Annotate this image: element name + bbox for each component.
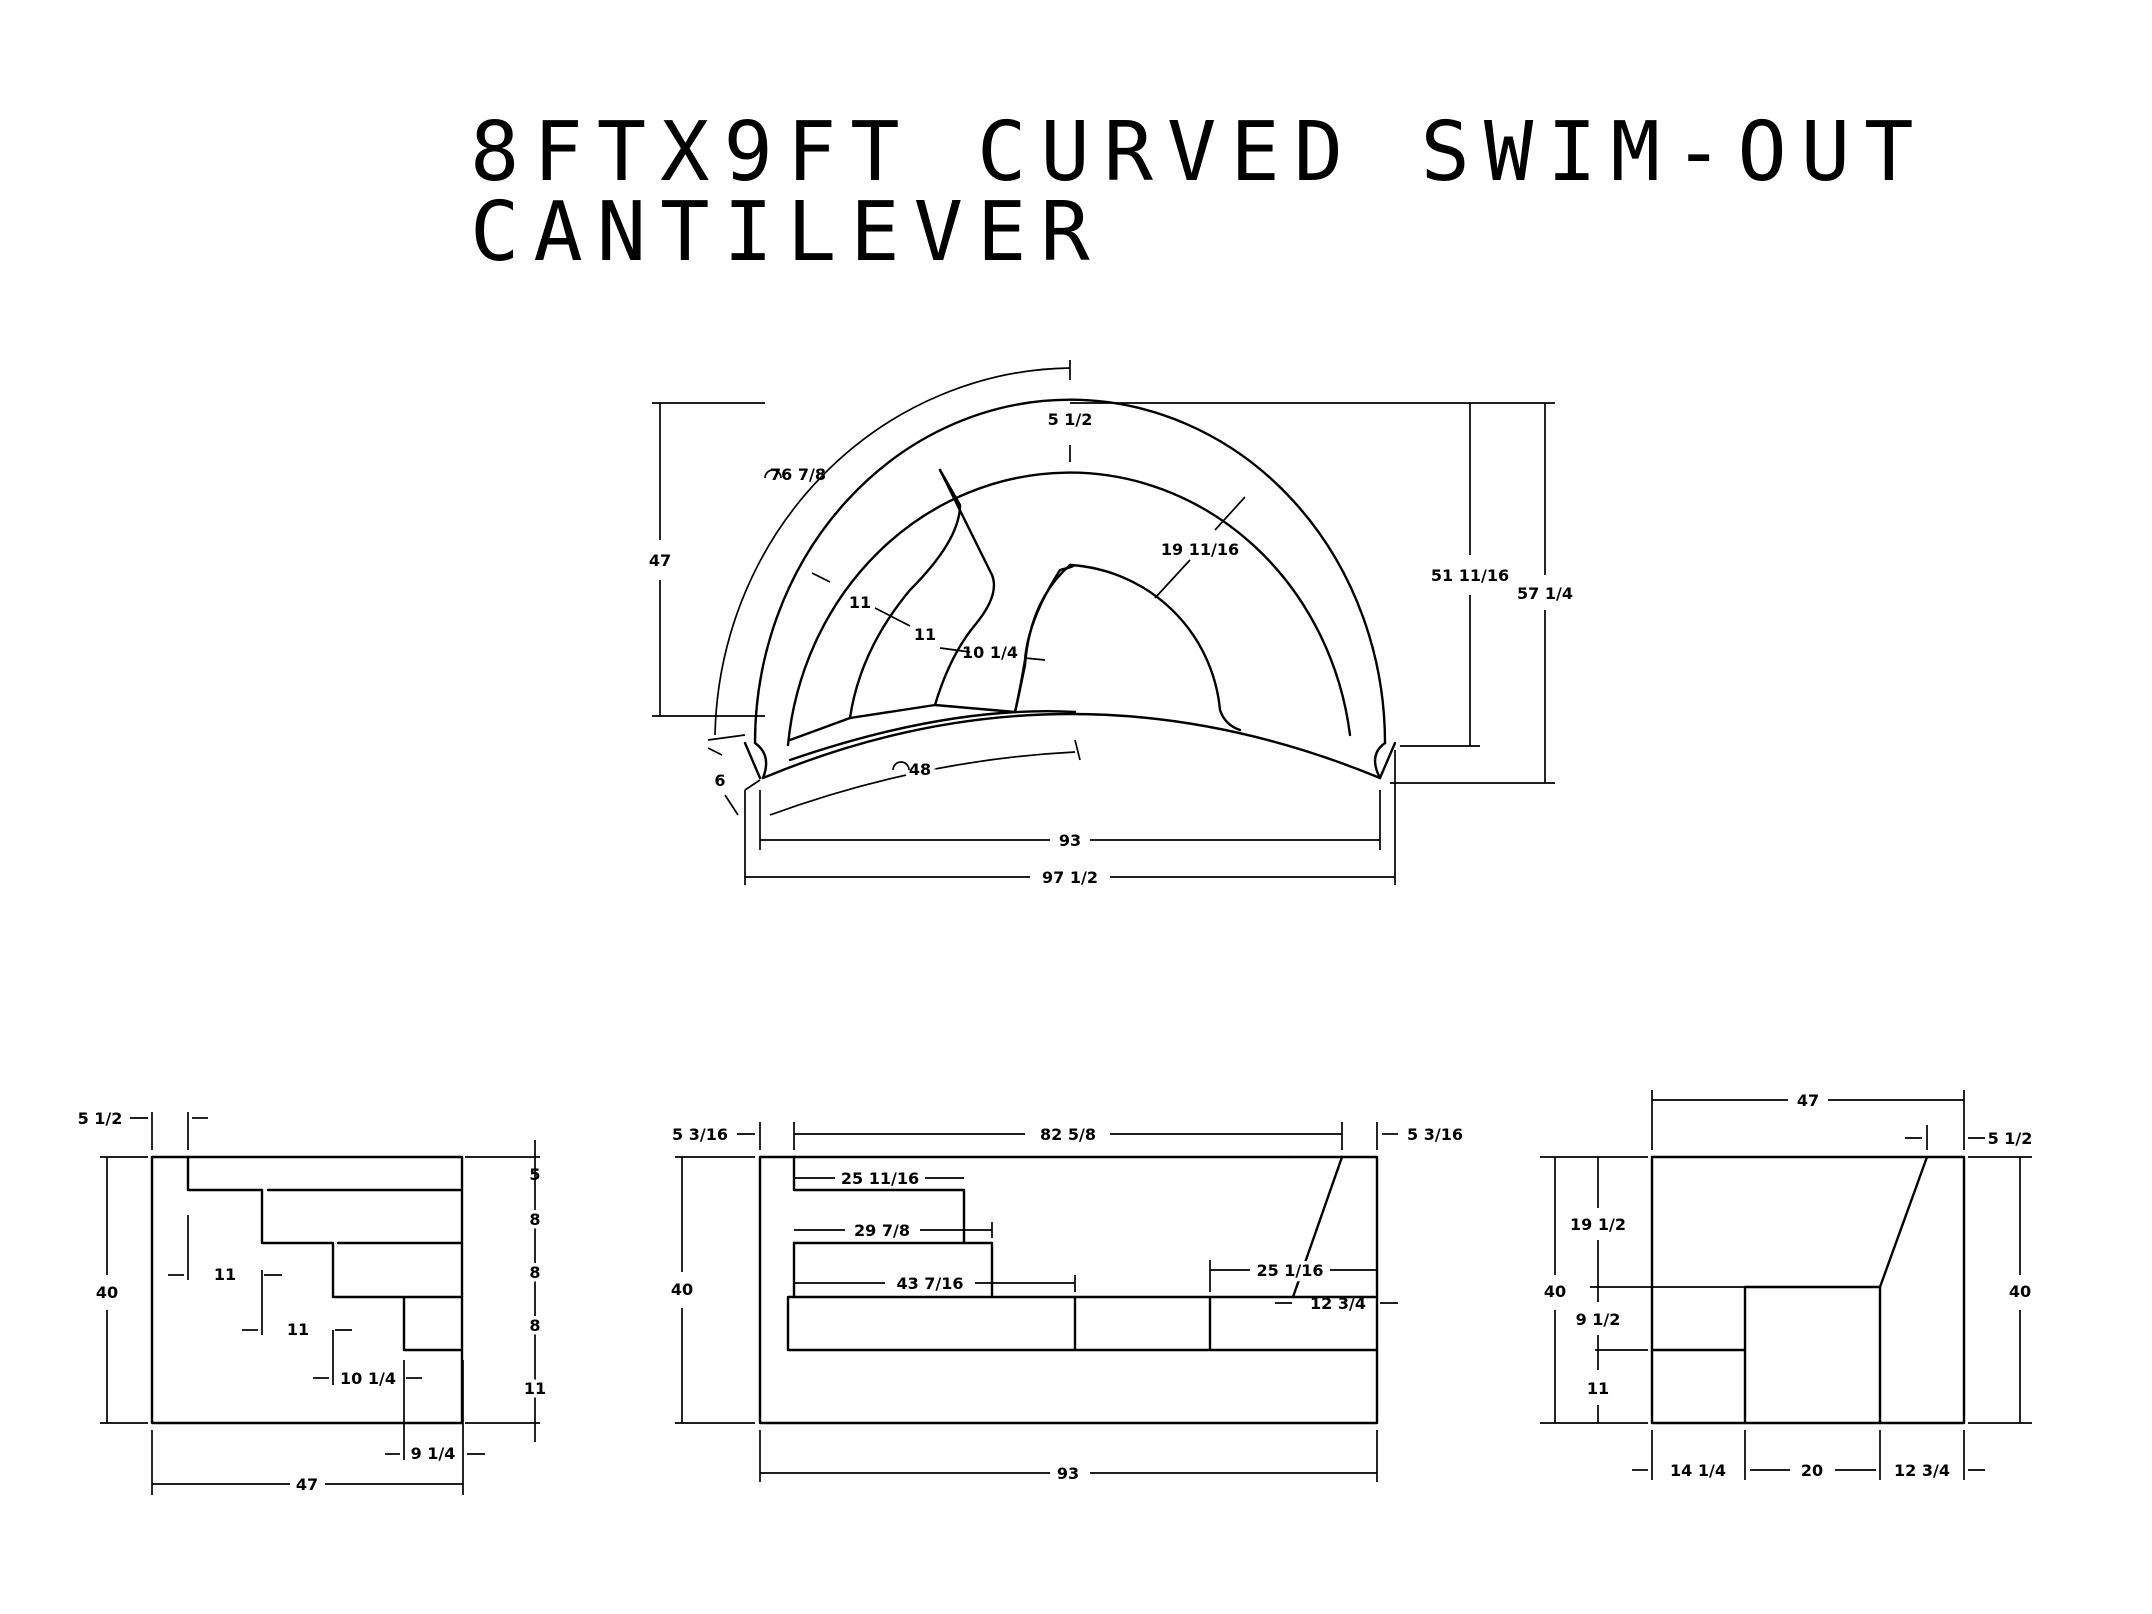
end-view: 47 5 1/2 40 19 1/2 9 1/2 11 40 1 — [1540, 1090, 2032, 1480]
plan-depth-label: 47 — [649, 551, 671, 570]
side-outline — [150, 1155, 464, 1425]
front-view: 82 5/8 5 3/16 5 3/16 40 25 11/16 29 7/8 … — [671, 1122, 1463, 1483]
plan-top-thickness-label: 5 1/2 — [1048, 410, 1093, 429]
step-edge-3 — [933, 563, 1075, 714]
side-step-hidden — [266, 1188, 464, 1299]
end-bottom-label: 11 — [1587, 1379, 1609, 1398]
front-right-step-2-label: 12 3/4 — [1310, 1294, 1366, 1313]
plan-side-thickness-label: 19 11/16 — [1161, 540, 1239, 559]
end-step-profile — [1650, 1155, 1929, 1352]
side-riser-3-label: 8 — [529, 1263, 540, 1282]
front-edge-curve-2 — [788, 710, 1077, 762]
end-seg-1-label: 14 1/4 — [1670, 1461, 1726, 1480]
end-height-left-label: 40 — [1544, 1282, 1566, 1301]
front-step-3-label: 43 7/16 — [896, 1274, 963, 1293]
right-end-cap — [1373, 741, 1397, 780]
step-edge-1 — [788, 468, 962, 742]
end-depth-label: 47 — [1797, 1091, 1819, 1110]
end-seg-2-label: 20 — [1801, 1461, 1823, 1480]
plan-step-2-label: 11 — [914, 625, 936, 644]
end-outline — [1650, 1155, 1966, 1425]
plan-view: 5 1/2 76 7/8 47 51 11/16 57 1/4 19 11/16… — [649, 360, 1573, 887]
side-tread-1-label: 11 — [214, 1265, 236, 1284]
side-depth-label: 47 — [296, 1475, 318, 1494]
front-step-3 — [786, 1295, 1077, 1352]
front-right-step-label: 25 1/16 — [1256, 1261, 1323, 1280]
end-upper-label: 19 1/2 — [1570, 1215, 1626, 1234]
end-height-right-label: 40 — [2009, 1282, 2031, 1301]
left-end-cap — [743, 741, 768, 780]
side-riser-4-label: 8 — [529, 1316, 540, 1335]
plan-step-1-label: 11 — [849, 593, 871, 612]
front-height-label: 40 — [671, 1280, 693, 1299]
front-step-2 — [792, 1241, 994, 1299]
side-view: 5 1/2 40 5 8 8 8 11 11 11 10 1/4 9 1/4 — [78, 1109, 550, 1495]
plan-outer-arc-label: 76 7/8 — [770, 465, 826, 484]
plan-outer-height-label: 57 1/4 — [1517, 584, 1573, 603]
side-height-label: 40 — [96, 1283, 118, 1302]
inner-shell-arc — [786, 471, 1352, 747]
front-edge-curve — [761, 712, 1382, 780]
end-middle-label: 9 1/2 — [1576, 1310, 1621, 1329]
side-step-profile — [186, 1155, 464, 1352]
side-tread-2-label: 11 — [287, 1320, 309, 1339]
side-tread-4-label: 9 1/4 — [411, 1444, 456, 1463]
plan-inner-width-label: 93 — [1059, 831, 1081, 850]
side-riser-1-label: 5 — [529, 1165, 540, 1184]
end-wall-label: 5 1/2 — [1988, 1129, 2033, 1148]
front-step-2-label: 29 7/8 — [854, 1221, 910, 1240]
title-line-2: CANTILEVER — [470, 185, 1104, 280]
plan-outer-width-label: 97 1/2 — [1042, 868, 1098, 887]
front-width-label: 93 — [1057, 1464, 1079, 1483]
center-step-arc — [1013, 563, 1242, 732]
end-seg-3-label: 12 3/4 — [1894, 1461, 1950, 1480]
side-wall-label: 5 1/2 — [78, 1109, 123, 1128]
front-top-width-label: 82 5/8 — [1040, 1125, 1096, 1144]
front-step-1-label: 25 11/16 — [841, 1169, 919, 1188]
plan-front-arc-label: 48 — [909, 760, 931, 779]
outer-shell-arc — [753, 398, 1387, 745]
front-step-1 — [792, 1155, 966, 1245]
front-right-block — [1073, 1295, 1379, 1352]
plan-lip-label: 6 — [714, 771, 725, 790]
front-left-wall-label: 5 3/16 — [672, 1125, 728, 1144]
plan-inner-height-label: 51 11/16 — [1431, 566, 1509, 585]
side-riser-2-label: 8 — [529, 1210, 540, 1229]
step-edge-2 — [848, 468, 996, 720]
front-outline — [758, 1155, 1379, 1425]
side-bottom-label: 11 — [524, 1379, 546, 1398]
side-tread-3-label: 10 1/4 — [340, 1369, 396, 1388]
title-line-1: 8FTX9FT CURVED SWIM-OUT — [470, 105, 1927, 200]
plan-step-3-label: 10 1/4 — [962, 643, 1018, 662]
front-right-wall-label: 5 3/16 — [1407, 1125, 1463, 1144]
front-slope — [1291, 1155, 1344, 1299]
